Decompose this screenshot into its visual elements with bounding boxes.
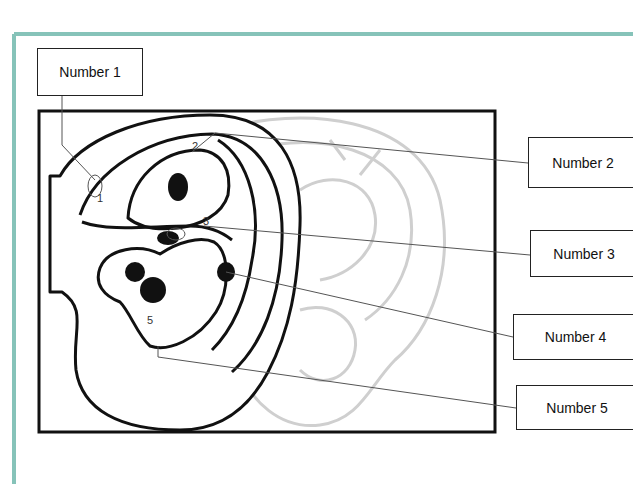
callout-text: Number 5 bbox=[546, 400, 607, 416]
frame-line bbox=[12, 34, 16, 484]
callout-box: Number 1 bbox=[37, 48, 143, 96]
frame-line bbox=[14, 32, 633, 36]
callout-box: Number 4 bbox=[513, 314, 633, 360]
callout-number: 5 bbox=[147, 315, 153, 326]
callout-text: Number 2 bbox=[552, 155, 613, 171]
callout-box: Number 2 bbox=[528, 137, 633, 188]
callout-number: 3 bbox=[203, 216, 209, 227]
ear-drawing bbox=[50, 115, 300, 430]
point-outline bbox=[167, 228, 185, 240]
callout-text: Number 4 bbox=[545, 329, 606, 345]
point-marks bbox=[125, 173, 235, 303]
leader-lines bbox=[62, 96, 530, 408]
picture-frame bbox=[39, 111, 495, 432]
callout-box: Number 3 bbox=[530, 230, 633, 277]
callout-number: 2 bbox=[192, 141, 198, 152]
callout-text: Number 1 bbox=[59, 64, 120, 80]
callout-number: 1 bbox=[97, 193, 103, 204]
callout-box: Number 5 bbox=[516, 385, 633, 430]
callout-text: Number 3 bbox=[553, 246, 614, 262]
